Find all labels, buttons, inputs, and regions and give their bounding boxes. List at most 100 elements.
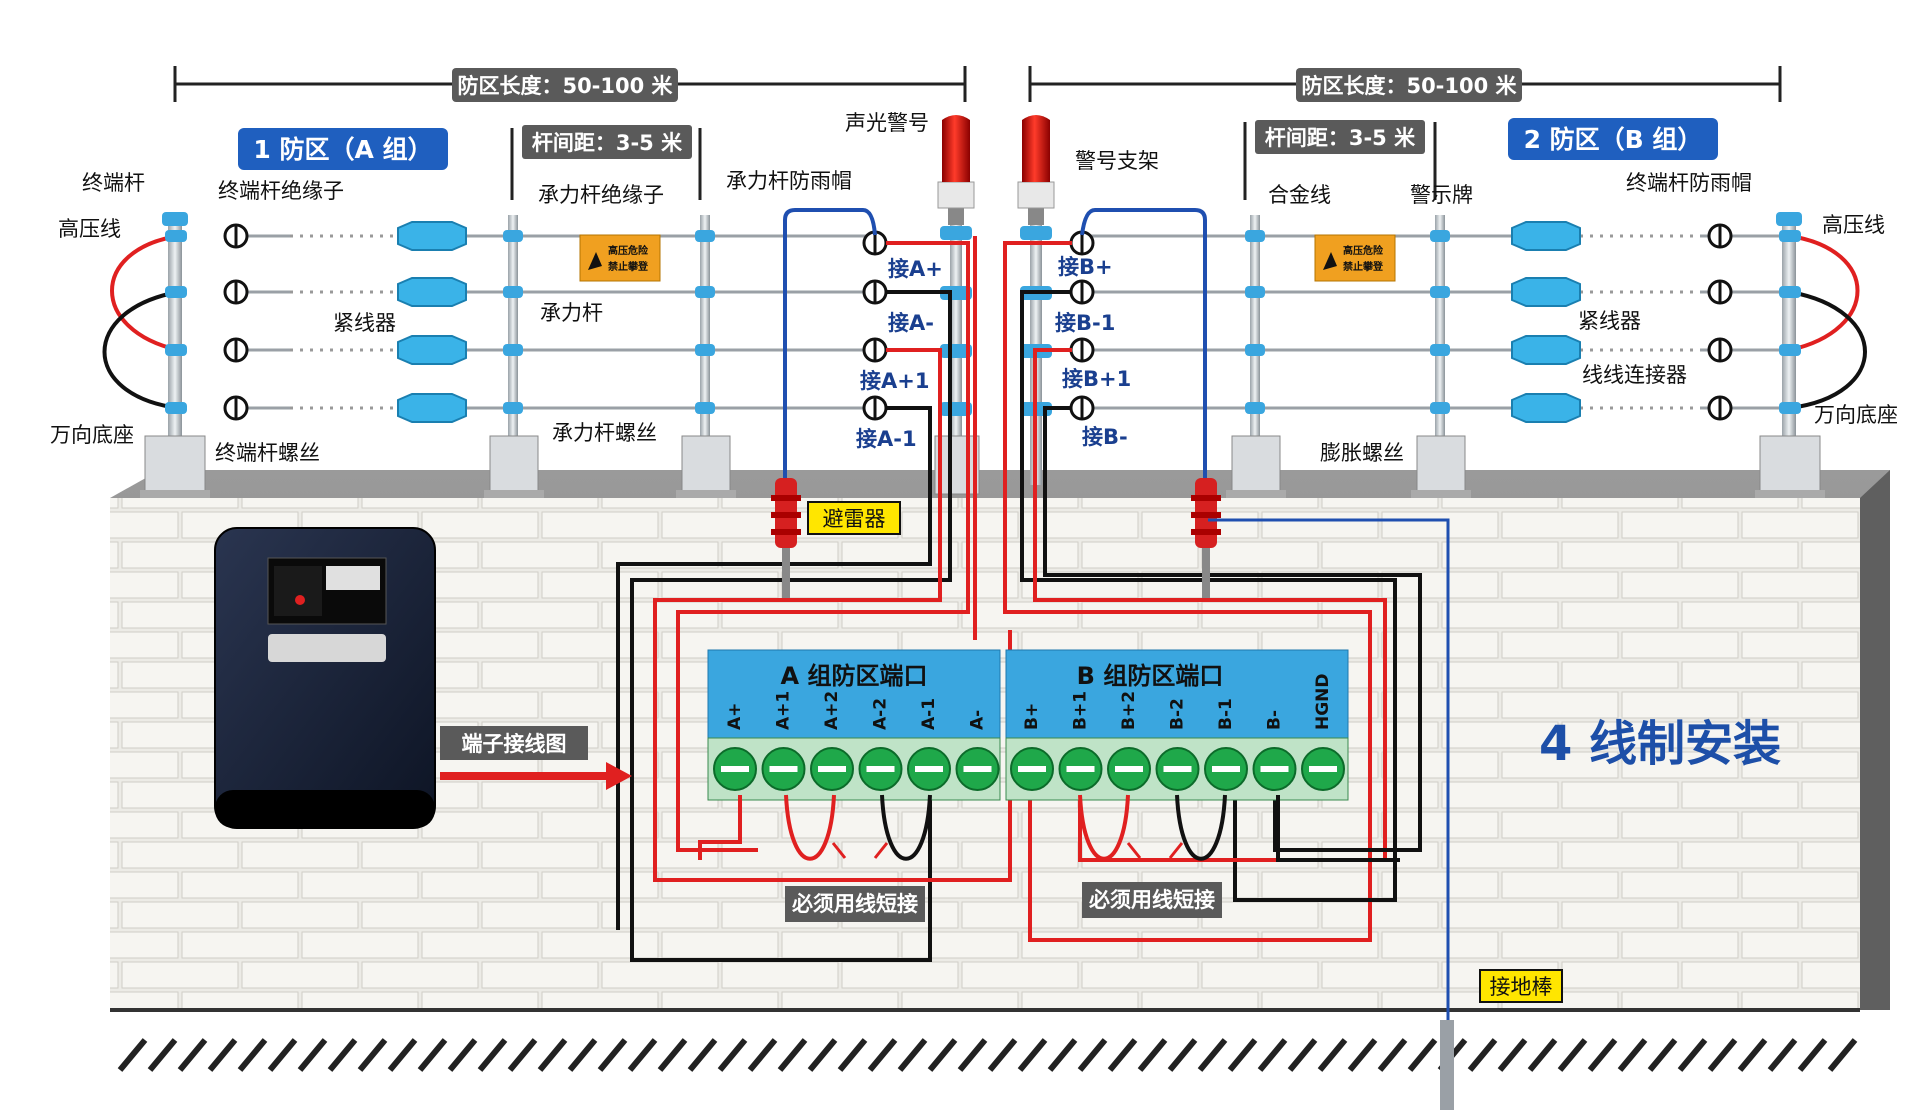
spacing-label-a: 杆间距：3-5 米 bbox=[510, 125, 702, 200]
dimension-line-a: 防区长度：50-100 米 bbox=[173, 66, 967, 102]
zone-label-a: 1 防区（A 组） bbox=[238, 128, 448, 170]
label-end-screw: 终端杆螺丝 bbox=[215, 441, 320, 465]
svg-text:必须用线短接: 必须用线短接 bbox=[1089, 888, 1215, 912]
terminal-screw-slot bbox=[1115, 766, 1143, 772]
hv-loop-left-black bbox=[102, 290, 179, 410]
jumper-b-black bbox=[1175, 794, 1227, 861]
label-end-cap: 终端杆防雨帽 bbox=[1626, 171, 1752, 195]
connect-labels-b: 接B+ 接B-1 接B+1 接B- bbox=[1055, 255, 1131, 449]
terminal-screw-slot bbox=[1018, 766, 1046, 772]
svg-text:1 防区（A 组）: 1 防区（A 组） bbox=[253, 135, 432, 164]
hv-loop-right-red bbox=[1789, 234, 1860, 352]
label-hv-wire-right: 高压线 bbox=[1822, 213, 1885, 237]
dimension-label-a: 防区长度：50-100 米 bbox=[457, 74, 673, 98]
svg-text:禁止攀登: 禁止攀登 bbox=[1342, 260, 1384, 273]
terminal-label: B+ bbox=[1022, 703, 1042, 730]
terminal-label: A- bbox=[968, 710, 988, 730]
jumper-a-red bbox=[784, 794, 836, 861]
lightning-arrester-b bbox=[1191, 478, 1221, 598]
svg-text:接A-1: 接A-1 bbox=[856, 427, 917, 451]
zone-label-b: 2 防区（B 组） bbox=[1508, 118, 1718, 160]
wires-b bbox=[1003, 241, 1422, 942]
terminal-screw-slot bbox=[1066, 766, 1095, 772]
label-bearing-screw: 承力杆螺丝 bbox=[552, 421, 657, 445]
label-bearing-cap: 承力杆防雨帽 bbox=[726, 169, 852, 193]
terminal-label: B-1 bbox=[1216, 698, 1236, 730]
svg-text:接B-1: 接B-1 bbox=[1055, 311, 1115, 335]
label-hv-wire-left: 高压线 bbox=[58, 217, 121, 241]
wiring-diagram-label: 端子接线图 bbox=[440, 726, 632, 790]
spacing-label-b: 杆间距：3-5 米 bbox=[1243, 120, 1437, 200]
label-alarm-light: 声光警号 bbox=[845, 111, 929, 135]
svg-text:接地棒: 接地棒 bbox=[1490, 975, 1553, 999]
terminal-screw-slot bbox=[963, 766, 992, 772]
end-pole-right bbox=[1755, 212, 1825, 498]
bearing-pole-2 bbox=[676, 215, 736, 498]
short-note-b: 必须用线短接 bbox=[1082, 842, 1222, 918]
svg-text:2 防区（B 组）: 2 防区（B 组） bbox=[1524, 125, 1703, 154]
label-warning-sign: 警示牌 bbox=[1410, 183, 1473, 207]
terminal-screw-slot bbox=[1163, 766, 1192, 772]
terminal-label: A-2 bbox=[871, 698, 891, 730]
label-expansion-screw: 膨胀螺丝 bbox=[1320, 441, 1404, 465]
bearing-pole-3 bbox=[1226, 215, 1286, 498]
terminal-label: A+2 bbox=[822, 691, 842, 730]
controller-device bbox=[214, 527, 436, 829]
label-tensioner-left: 紧线器 bbox=[333, 311, 396, 335]
label-universal-base-left: 万向底座 bbox=[50, 423, 134, 447]
label-end-insulator: 终端杆绝缘子 bbox=[218, 179, 344, 203]
terminal-screw-slot bbox=[1260, 766, 1289, 772]
hv-loop-right-black bbox=[1789, 290, 1867, 410]
bearing-pole-1 bbox=[484, 215, 544, 498]
svg-text:接A-: 接A- bbox=[888, 311, 934, 335]
ground-hatch bbox=[117, 1038, 1858, 1072]
label-end-pole: 终端杆 bbox=[82, 171, 145, 195]
label-alarm-bracket: 警号支架 bbox=[1075, 149, 1159, 173]
dimension-label-b: 防区长度：50-100 米 bbox=[1301, 74, 1517, 98]
blue-wire-b bbox=[1080, 208, 1207, 478]
bearing-pole-4 bbox=[1411, 215, 1471, 498]
terminal-screw-slot bbox=[915, 766, 943, 772]
lightning-arrester-a bbox=[771, 478, 801, 598]
svg-text:高压危险: 高压危险 bbox=[608, 244, 649, 257]
terminal-a-title: A 组防区端口 bbox=[781, 662, 928, 690]
tensioners bbox=[397, 221, 1581, 423]
short-note-a: 必须用线短接 bbox=[785, 842, 925, 922]
svg-text:避雷器: 避雷器 bbox=[823, 507, 886, 531]
warning-sign-a: 高压危险 禁止攀登 bbox=[579, 234, 661, 282]
terminal-label: A+ bbox=[725, 703, 745, 730]
dimension-line-b: 防区长度：50-100 米 bbox=[1028, 66, 1782, 102]
fence-wires-b bbox=[1080, 234, 1790, 410]
terminal-screws bbox=[713, 747, 1345, 791]
label-universal-base-right: 万向底座 bbox=[1814, 403, 1898, 427]
jumper-a-black bbox=[880, 794, 932, 861]
label-tensioner-right: 紧线器 bbox=[1578, 309, 1641, 333]
svg-text:接B+1: 接B+1 bbox=[1062, 367, 1131, 391]
terminal-label: HGND bbox=[1313, 673, 1333, 730]
pole-insulators bbox=[165, 226, 1801, 416]
svg-text:接B+: 接B+ bbox=[1058, 255, 1113, 279]
terminal-screw-slot bbox=[866, 766, 895, 772]
terminal-b-title: B 组防区端口 bbox=[1077, 662, 1224, 690]
svg-text:禁止攀登: 禁止攀登 bbox=[607, 260, 649, 273]
terminal-label: B-2 bbox=[1168, 698, 1188, 730]
terminal-screw-slot bbox=[1212, 766, 1240, 772]
svg-text:接A+1: 接A+1 bbox=[860, 369, 929, 393]
ground-rod bbox=[1440, 1020, 1454, 1110]
arrester-tag: 避雷器 bbox=[807, 501, 901, 535]
hv-loop-left-red bbox=[110, 234, 179, 352]
terminal-screw-slot bbox=[818, 766, 846, 772]
alarm-light-a bbox=[937, 115, 975, 225]
ground-rod-tag: 接地棒 bbox=[1479, 969, 1563, 1003]
svg-text:高压危险: 高压危险 bbox=[1343, 244, 1384, 257]
install-title: 4 线制安装 bbox=[1539, 716, 1781, 772]
label-bearing-insulator: 承力杆绝缘子 bbox=[538, 183, 664, 207]
svg-text:端子接线图: 端子接线图 bbox=[462, 732, 567, 756]
connect-labels-a: 接A+ 接A- 接A+1 接A-1 bbox=[856, 257, 943, 451]
warning-sign-b: 高压危险 禁止攀登 bbox=[1314, 234, 1396, 282]
svg-text:接B-: 接B- bbox=[1082, 425, 1128, 449]
ring-insulators bbox=[223, 223, 1733, 421]
